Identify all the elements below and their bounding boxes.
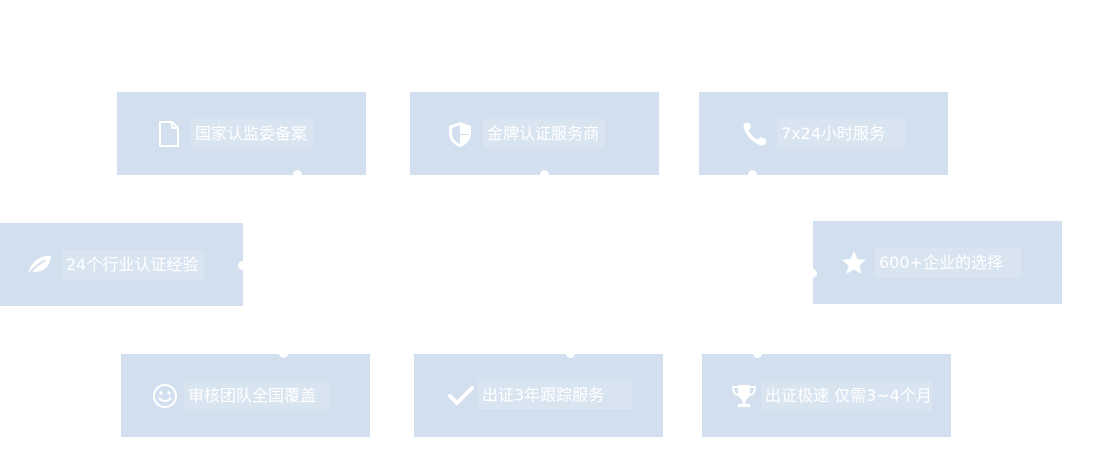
connector-dot — [753, 349, 762, 358]
feature-card-gold-provider: 金牌认证服务商 — [410, 92, 659, 179]
feature-label: 出证极速 仅需3~4个月 — [761, 380, 932, 411]
leaf-icon — [25, 251, 53, 279]
phone-icon — [741, 120, 769, 148]
feature-card-24h-service: 7x24小时服务 — [699, 92, 948, 179]
feature-label: 出证3年跟踪服务 — [478, 380, 633, 411]
connector-dot — [279, 349, 288, 358]
feature-card-followup-service: 出证3年跟踪服务 — [414, 349, 663, 437]
feature-card-fast-certification: 出证极速 仅需3~4个月 — [702, 349, 951, 437]
feature-card-industry-experience: 24个行业认证经验 — [0, 223, 247, 306]
feature-label: 7x24小时服务 — [777, 118, 906, 149]
connector-dot — [540, 170, 549, 179]
feature-label: 金牌认证服务商 — [483, 118, 606, 149]
feature-label: 国家认监委备案 — [191, 118, 314, 149]
trophy-icon — [730, 382, 758, 410]
feature-card-nationwide-team: 审核团队全国覆盖 — [121, 349, 370, 437]
document-icon — [155, 120, 183, 148]
feature-label: 24个行业认证经验 — [62, 249, 205, 280]
connector-dot — [293, 170, 302, 179]
feature-card-enterprise-choice: 600+企业的选择 — [808, 221, 1062, 304]
connector-dot — [808, 269, 817, 278]
feature-card-record-filing: 国家认监委备案 — [117, 92, 366, 179]
connector-dot — [566, 349, 575, 358]
shield-icon — [446, 120, 474, 148]
smiley-icon — [151, 382, 179, 410]
checkmark-icon — [447, 382, 475, 410]
feature-label: 600+企业的选择 — [875, 247, 1021, 278]
star-icon — [840, 249, 868, 277]
connector-dot — [748, 170, 757, 179]
connector-dot — [238, 261, 247, 270]
feature-label: 审核团队全国覆盖 — [184, 380, 331, 411]
